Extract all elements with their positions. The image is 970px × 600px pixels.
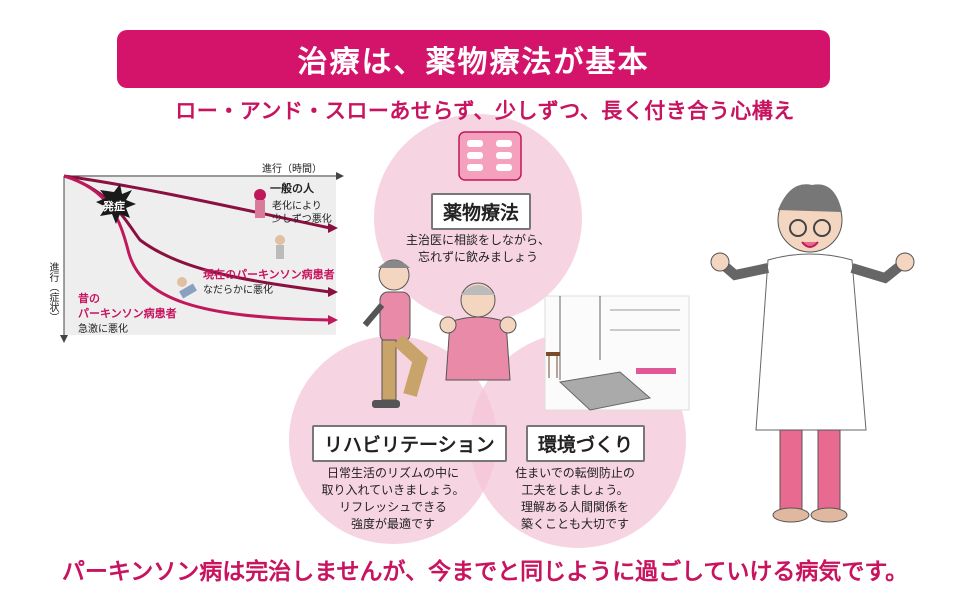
subtitle: ロー・アンド・スローあせらず、少しずつ、長く付き合う心構え xyxy=(175,99,795,123)
curve-old xyxy=(63,174,331,322)
rehab-person-illustration xyxy=(362,259,428,408)
environment-desc: 住まいでの転倒防止の 工夫をしましょう。 理解ある人間関係を 築くことも大切です xyxy=(515,466,635,531)
general-curve-note-2: 少しずつ悪化 xyxy=(272,214,332,225)
curve-general xyxy=(63,174,331,230)
onset-label: 発症 xyxy=(103,200,125,213)
general-curve-note-1: 老化により xyxy=(272,201,322,212)
environment-label: 環境づくり xyxy=(526,425,646,462)
footer-message: パーキンソン病は完治しませんが、今までと同じように過ごしていける病気です。 xyxy=(61,559,909,585)
medication-desc: 主治医に相談をしながら、 忘れずに飲みましょう xyxy=(405,233,550,264)
home-environment-illustration xyxy=(544,295,690,411)
progression-chart xyxy=(60,172,344,343)
y-axis-label: 進行（症状） xyxy=(47,262,58,322)
main-title: 治療は、薬物療法が基本 xyxy=(117,30,830,88)
rehab-label: リハビリテーション xyxy=(312,425,507,462)
x-axis-label: 進行（時間） xyxy=(262,164,322,175)
doctor-illustration xyxy=(710,184,915,523)
curve-current xyxy=(63,174,331,294)
current-curve-note: なだらかに悪化 xyxy=(203,285,273,296)
old-curve-name-2: パーキンソン病患者 xyxy=(78,307,177,320)
old-curve-note: 急激に悪化 xyxy=(78,324,128,335)
medication-label: 薬物療法 xyxy=(431,193,532,230)
current-curve-name: 現在のパーキンソン病患者 xyxy=(203,268,335,281)
old-curve-name: 昔の xyxy=(78,292,100,305)
pill-pack-icon xyxy=(458,131,522,181)
general-curve-name: 一般の人 xyxy=(270,182,314,195)
onset-burst xyxy=(96,184,136,224)
cheering-person-illustration xyxy=(439,282,517,381)
rehab-desc: 日常生活のリズムの中に 取り入れていきましょう。 リフレッシュできる 強度が最適… xyxy=(321,466,465,531)
